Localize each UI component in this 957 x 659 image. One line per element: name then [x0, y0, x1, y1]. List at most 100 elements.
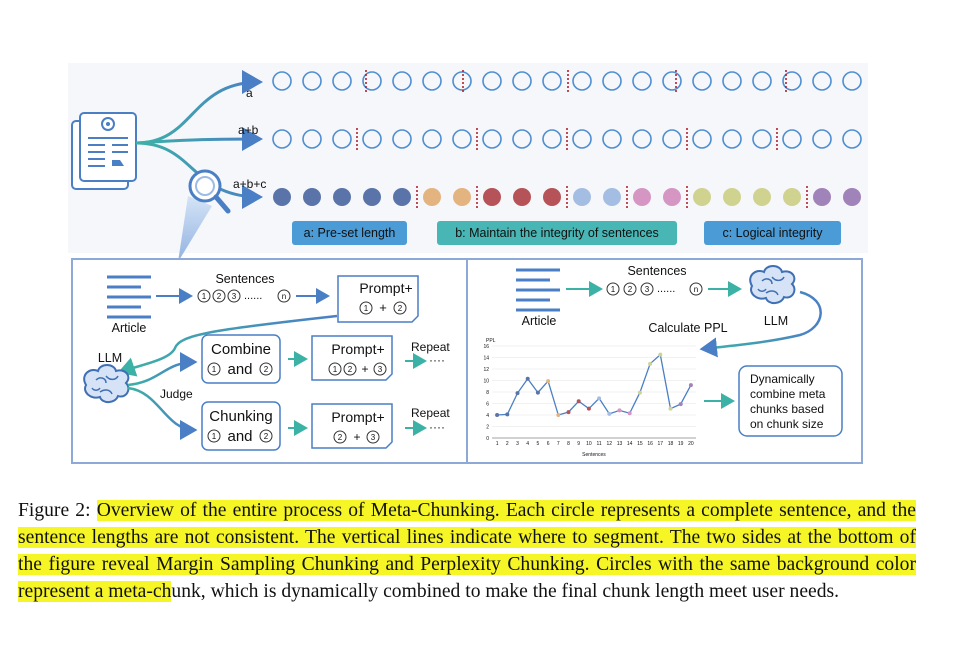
- row-a-circle: [632, 71, 652, 91]
- x-tick-label: 5: [537, 441, 540, 447]
- row-a-circle: [542, 71, 562, 91]
- row-ab-circle: [662, 129, 682, 149]
- row-a-circle: [722, 71, 742, 91]
- right-llm-label: LLM: [764, 314, 788, 328]
- x-tick-label: 15: [637, 441, 643, 447]
- row-abc-circle: [423, 188, 441, 206]
- judge-label: Judge: [160, 387, 193, 401]
- x-tick-label: 8: [567, 441, 570, 447]
- dynamic-combine-box: Dynamically combine meta chunks based on…: [738, 365, 843, 437]
- row-abc-circles: [273, 186, 861, 208]
- row-abc-circle: [723, 188, 741, 206]
- svg-text:2: 2: [264, 365, 269, 374]
- ppl-point: [688, 383, 693, 388]
- svg-text:+: +: [379, 300, 387, 315]
- row-abc-circle: [603, 188, 621, 206]
- svg-text:2: 2: [348, 365, 353, 374]
- row-label-ab: a+b: [238, 123, 259, 137]
- row-a-circle: [842, 71, 862, 91]
- meta-chunking-figure: a a+b a+b+c a: Pre-set length b: Maintai…: [71, 70, 863, 464]
- repeat-dots-2: ····: [429, 420, 445, 434]
- row-ab-circles: [272, 128, 862, 150]
- svg-text:2: 2: [628, 285, 633, 294]
- y-tick-label: 16: [483, 344, 489, 350]
- prompt-combine-box: Prompt+ 1 2 + 3: [311, 335, 393, 381]
- svg-text:1: 1: [212, 365, 217, 374]
- row-label-abc: a+b+c: [233, 177, 266, 191]
- y-tick-label: 2: [486, 425, 489, 431]
- chart-ylabel: PPL: [486, 338, 496, 344]
- row-abc-circle: [483, 188, 501, 206]
- row-a-circle: [482, 71, 502, 91]
- row-a-circle: [422, 71, 442, 91]
- ppl-point: [607, 411, 612, 416]
- row-ab-circle: [812, 129, 832, 149]
- tag-preset-length: a: Pre-set length: [292, 221, 407, 245]
- svg-text:2: 2: [398, 304, 403, 313]
- ppl-point: [617, 408, 622, 413]
- ppl-point: [586, 406, 591, 411]
- row-ab-circle: [302, 129, 322, 149]
- svg-text:2: 2: [264, 432, 269, 441]
- svg-text:n: n: [282, 292, 286, 301]
- document-icon: [71, 112, 137, 190]
- svg-text:b: Maintain the integrity of s: b: Maintain the integrity of sentences: [455, 226, 659, 240]
- branch-curve-ab: [135, 127, 263, 152]
- row-abc-circle: [543, 188, 561, 206]
- x-tick-label: 4: [526, 441, 529, 447]
- row-abc-circle: [813, 188, 831, 206]
- x-tick-label: 12: [607, 441, 613, 447]
- x-tick-label: 10: [586, 441, 592, 447]
- svg-text:Dynamically: Dynamically: [750, 372, 815, 386]
- svg-text:......: ......: [244, 290, 262, 302]
- svg-text:combine meta: combine meta: [750, 387, 826, 401]
- row-ab-circle: [752, 129, 772, 149]
- left-sentences-label: Sentences: [215, 272, 274, 286]
- left-article-icon: [107, 275, 151, 319]
- row-ab-circle: [272, 129, 292, 149]
- svg-text:a: Pre-set length: a: Pre-set length: [304, 226, 396, 240]
- right-curve-to-chart: [699, 290, 822, 358]
- row-ab-circle: [692, 129, 712, 149]
- tag-logical-integrity: c: Logical integrity: [704, 221, 841, 245]
- y-tick-label: 10: [483, 379, 489, 385]
- row-abc-circle: [303, 188, 321, 206]
- ppl-series-line: [497, 353, 692, 416]
- svg-text:1: 1: [611, 285, 616, 294]
- row-ab-circle: [362, 129, 382, 149]
- row-a-circle: [782, 71, 802, 91]
- row-ab-circle: [572, 129, 592, 149]
- svg-text:and: and: [227, 428, 252, 445]
- row-abc-circle: [363, 188, 381, 206]
- row-a-circle: [572, 71, 592, 91]
- x-tick-label: 16: [647, 441, 653, 447]
- svg-text:on chunk size: on chunk size: [750, 417, 824, 431]
- svg-text:Prompt+: Prompt+: [331, 409, 384, 425]
- row-a-circle: [302, 71, 322, 91]
- y-tick-label: 12: [483, 367, 489, 373]
- x-tick-label: 18: [668, 441, 674, 447]
- combine-box: Combine 1 and 2: [201, 334, 281, 384]
- ppl-point: [505, 412, 510, 417]
- x-tick-label: 7: [557, 441, 560, 447]
- x-tick-label: 1: [496, 441, 499, 447]
- y-tick-label: 0: [486, 436, 489, 442]
- x-tick-label: 2: [506, 441, 509, 447]
- svg-text:2: 2: [338, 433, 343, 442]
- svg-text:1: 1: [364, 304, 369, 313]
- ppl-point: [495, 413, 500, 417]
- svg-text:Combine: Combine: [211, 341, 271, 358]
- zoom-funnel: [178, 196, 212, 262]
- svg-text:c: Logical integrity: c: Logical integrity: [722, 226, 823, 240]
- row-abc-circle: [273, 188, 291, 206]
- row-a-circle: [662, 71, 682, 91]
- row-abc-circle: [693, 188, 711, 206]
- row-a-circle: [602, 71, 622, 91]
- svg-text:3: 3: [232, 292, 237, 301]
- caption-prefix: Figure 2:: [18, 500, 97, 521]
- right-article-label: Article: [522, 314, 557, 328]
- row-ab-circle: [422, 129, 442, 149]
- repeat-label-2: Repeat: [411, 406, 450, 420]
- y-tick-label: 8: [486, 390, 489, 396]
